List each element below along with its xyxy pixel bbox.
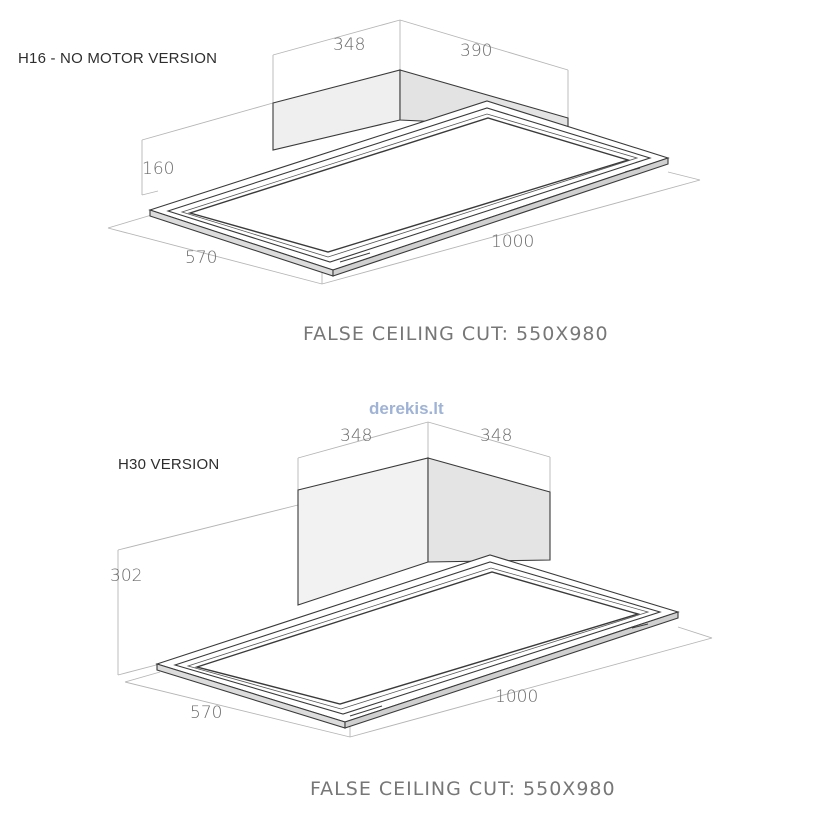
dim-height-h16: 160 [142, 159, 174, 179]
dim-width-h16: 1000 [491, 232, 534, 252]
diagram-h16: H16 - NO MOTOR VERSION [18, 19, 701, 345]
version-label-h16: H16 - NO MOTOR VERSION [18, 50, 217, 67]
dimension-lines-h30 [117, 421, 713, 738]
watermark-text: derekis.lt [369, 399, 444, 418]
hood-panel-h16 [148, 100, 670, 277]
dimension-lines-h16 [107, 19, 701, 285]
dim-top-left-h16: 348 [333, 35, 365, 55]
cut-note-h16: FALSE CEILING CUT: 550X980 [303, 323, 609, 345]
dim-depth-h30: 570 [190, 703, 222, 723]
dim-top-right-h30: 348 [480, 426, 512, 446]
diagram-h30: H30 VERSION [110, 421, 713, 800]
dim-width-h30: 1000 [495, 687, 538, 707]
dim-height-h30: 302 [110, 566, 142, 586]
housing-box-h30 [297, 457, 551, 606]
dim-top-left-h30: 348 [340, 426, 372, 446]
cut-note-h30: FALSE CEILING CUT: 550X980 [310, 778, 616, 800]
version-label-h30: H30 VERSION [118, 456, 219, 473]
dim-top-right-h16: 390 [460, 41, 492, 61]
hood-panel-h30 [155, 554, 680, 729]
dim-depth-h16: 570 [185, 248, 217, 268]
